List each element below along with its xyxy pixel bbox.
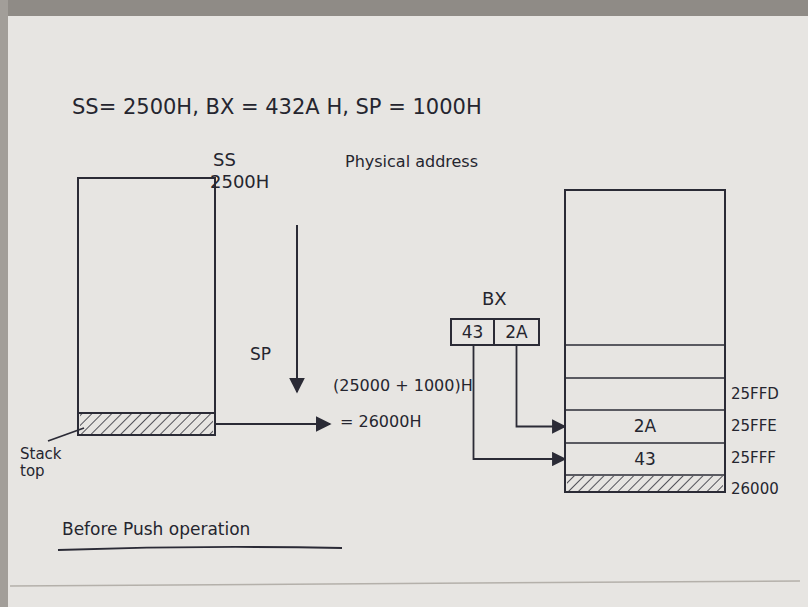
paper-shadow <box>0 0 8 607</box>
ruled-line <box>10 581 800 586</box>
sp-arrow <box>296 225 298 392</box>
byte-value: 43 <box>462 323 484 342</box>
memory-line <box>565 377 725 379</box>
byte-value: 2A <box>505 323 527 342</box>
memory-column <box>565 190 725 492</box>
memory-line <box>565 474 725 476</box>
caption-note: Before Push operation <box>62 520 250 540</box>
memory-line <box>565 442 725 444</box>
leader-line <box>48 428 84 441</box>
address-calc: (25000 + 1000)H <box>333 377 473 395</box>
memory-line <box>565 409 725 411</box>
divider-line <box>78 412 215 414</box>
hatch <box>80 413 213 434</box>
register-name: BX <box>482 289 507 309</box>
memory-cell: 43 <box>567 444 723 474</box>
stack-segment <box>78 178 215 435</box>
register-byte: 2A <box>495 320 538 344</box>
byte-transfer-arrow <box>474 344 566 459</box>
memory-address: 25FFD <box>731 386 779 403</box>
register-values: SS= 2500H, BX = 432A H, SP = 1000H <box>72 95 482 119</box>
stack-top-note: Stack top <box>20 446 82 481</box>
paper-shadow <box>0 0 808 16</box>
heading-note: Physical address <box>345 153 478 171</box>
address-result: = 26000H <box>340 413 421 431</box>
memory-address: 25FFF <box>731 450 776 467</box>
memory-address: 26000 <box>731 481 779 498</box>
segment-value: 2500H <box>210 172 269 193</box>
byte-value: 43 <box>634 450 656 469</box>
bx-register: BX432A <box>450 318 540 346</box>
byte-transfer-arrow <box>517 344 566 427</box>
address-arrow <box>215 423 330 425</box>
hatch <box>567 476 723 491</box>
pointer-name: SP <box>250 345 271 365</box>
byte-value: 2A <box>634 417 656 436</box>
memory-line <box>565 344 725 346</box>
memory-cell: 2A <box>567 411 723 442</box>
register-byte: 43 <box>452 320 495 344</box>
segment-name: SS <box>213 150 236 171</box>
memory-address: 25FFE <box>731 418 777 435</box>
underline <box>58 547 342 550</box>
